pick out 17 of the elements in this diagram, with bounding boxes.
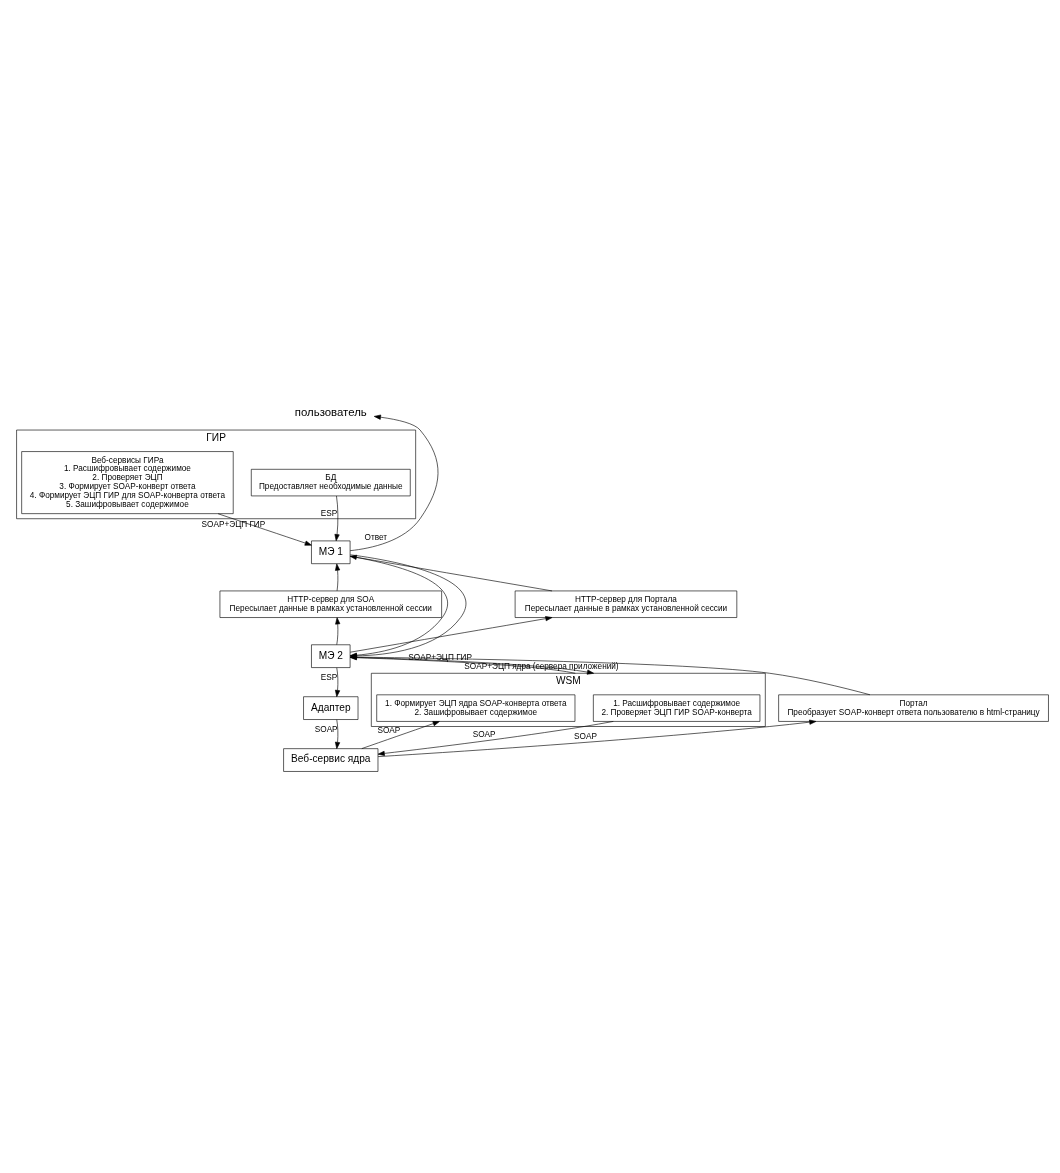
node-box: МЭ 2: [311, 644, 351, 668]
arrow: [349, 414, 439, 551]
arrow: [349, 554, 553, 592]
arrow: [335, 563, 341, 592]
arrow: [335, 719, 341, 749]
arrow: [349, 616, 553, 653]
node-box: Веб-сервис ядра: [283, 748, 379, 772]
arrow: [334, 495, 340, 542]
node-box: МЭ 1: [311, 540, 351, 564]
arrow: [217, 513, 312, 546]
arrow: [335, 617, 341, 645]
node-box: Адаптер: [303, 696, 359, 720]
node-text: пользователь: [294, 405, 367, 418]
arrow: [335, 667, 341, 697]
arrow: [377, 721, 614, 756]
arrow: [361, 721, 440, 749]
arrow: [377, 719, 817, 757]
